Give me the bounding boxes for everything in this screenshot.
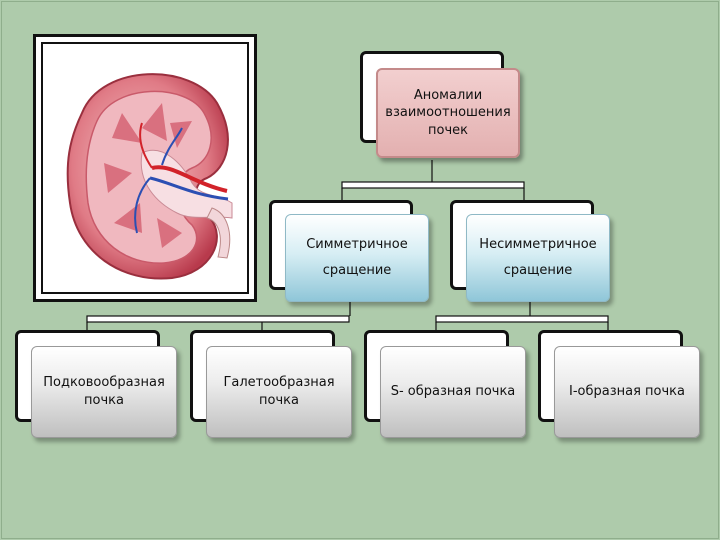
kidney-pyramid-shape [170,121,192,148]
renal-vein-shape [149,176,229,201]
branch-symmetric-fusion: Симметричное сращение [285,214,429,302]
root-node: Аномалии взаимоотношения почек [376,68,520,158]
kidney-pyramid-shape [104,163,132,193]
branch-line: Несимметричное [479,237,597,253]
leaf-line: I-образная почка [569,384,685,400]
root-node-line: почек [428,122,468,138]
leaf-disc-kidney: Галетообразная почка [206,346,352,438]
vessel-branch-shape [161,127,183,166]
kidney-illustration [66,73,233,280]
branch-line: сращение [322,263,392,278]
kidney-pyramid-shape [142,103,167,141]
ureter-shape [206,207,231,259]
vessel-branch-shape [139,122,153,169]
branch-asymmetric-fusion: Несимметричное сращение [466,214,610,302]
leaf-horseshoe-kidney: Подковообразная почка [31,346,177,438]
leaf-line: Галетообразная [223,375,335,391]
root-node-line: взаимоотношения [385,105,511,121]
leaf-l-shaped-kidney: I-образная почка [554,346,700,438]
vessel-branch-shape [134,177,151,234]
kidney-image-frame [33,34,257,302]
leaf-line: S- образная почка [390,384,516,400]
leaf-s-shaped-kidney: S- образная почка [380,346,526,438]
kidney-pyramid-shape [112,113,142,143]
leaf-line: Подковообразная [43,375,165,391]
branch-line: сращение [503,263,573,278]
leaf-line: почка [84,393,124,408]
branch-line: Симметричное [306,237,408,253]
leaf-line: почка [259,393,299,408]
kidney-pyramid-shape [157,218,182,248]
root-node-line: Аномалии [413,87,483,103]
renal-artery-shape [151,165,228,193]
